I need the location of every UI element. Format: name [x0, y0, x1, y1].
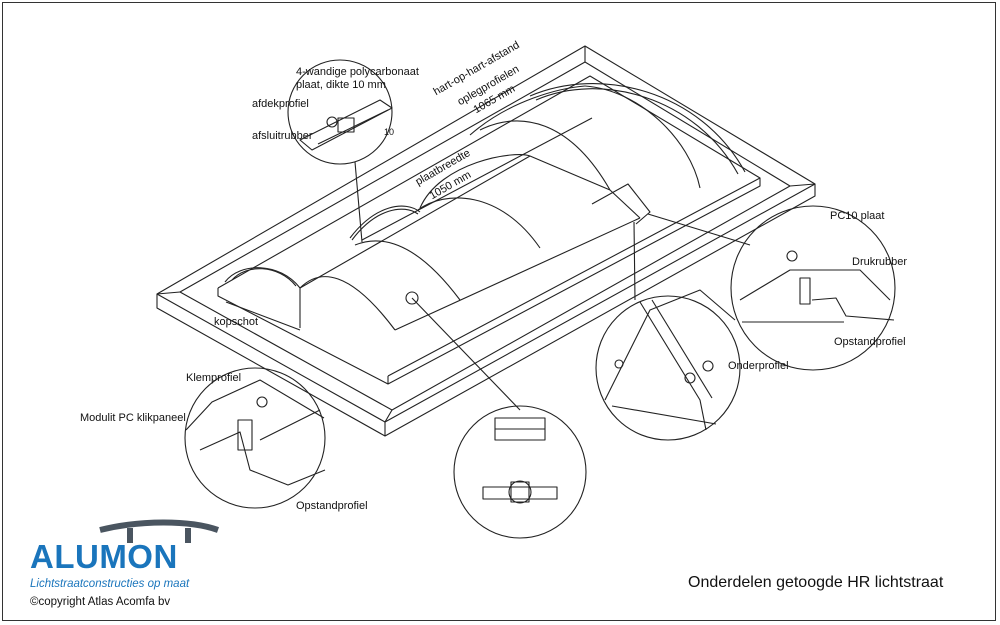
detail-center-content — [482, 417, 558, 504]
detail-circle-onderprofiel — [595, 295, 741, 441]
label-modulit: Modulit PC klikpaneel — [80, 412, 186, 424]
label-onderprofiel: Onderprofiel — [728, 360, 789, 372]
detail-pc10-content — [739, 250, 895, 323]
label-dim-10: 10 — [384, 127, 395, 137]
logo-tagline: Lichtstraatconstructies op maat — [30, 578, 190, 590]
curb — [217, 75, 761, 385]
arch-ribs — [224, 83, 746, 331]
detail-circle-center — [453, 405, 587, 539]
label-kopschot: kopschot — [214, 316, 259, 328]
detail-circle-top — [287, 59, 393, 165]
detail-top-content — [299, 99, 393, 151]
detail-circle-klem — [184, 367, 326, 509]
detail-klem-content — [185, 379, 326, 486]
label-afdekprofiel: afdekprofiel — [252, 98, 309, 110]
base-frame — [156, 45, 816, 437]
label-drukrubber: Drukrubber — [852, 256, 908, 268]
copyright-text: ©copyright Atlas Acomfa bv — [30, 596, 171, 608]
detail-circle-pc10 — [730, 205, 896, 371]
logo-wordmark: ALUMON — [30, 540, 178, 574]
drawing-title: Onderdelen getoogde HR lichtstraat — [688, 574, 944, 591]
label-opstandprofiel-left: Opstandprofiel — [296, 500, 368, 512]
label-polycarbonaat-2: plaat, dikte 10 mm — [296, 79, 386, 91]
detail-onderprofiel-content — [604, 289, 736, 431]
logo-word: ALUMON — [30, 538, 178, 575]
label-opstandprofiel-right: Opstandprofiel — [834, 336, 906, 348]
detail-leaders — [225, 161, 751, 411]
label-polycarbonaat-1: 4-wandige polycarbonaat — [296, 66, 419, 78]
label-afsluitrubber: afsluitrubber — [252, 130, 313, 142]
label-pc10-plaat: PC10 plaat — [830, 210, 885, 222]
label-klemprofiel: Klemprofiel — [186, 372, 242, 384]
logo-arc — [99, 519, 220, 533]
